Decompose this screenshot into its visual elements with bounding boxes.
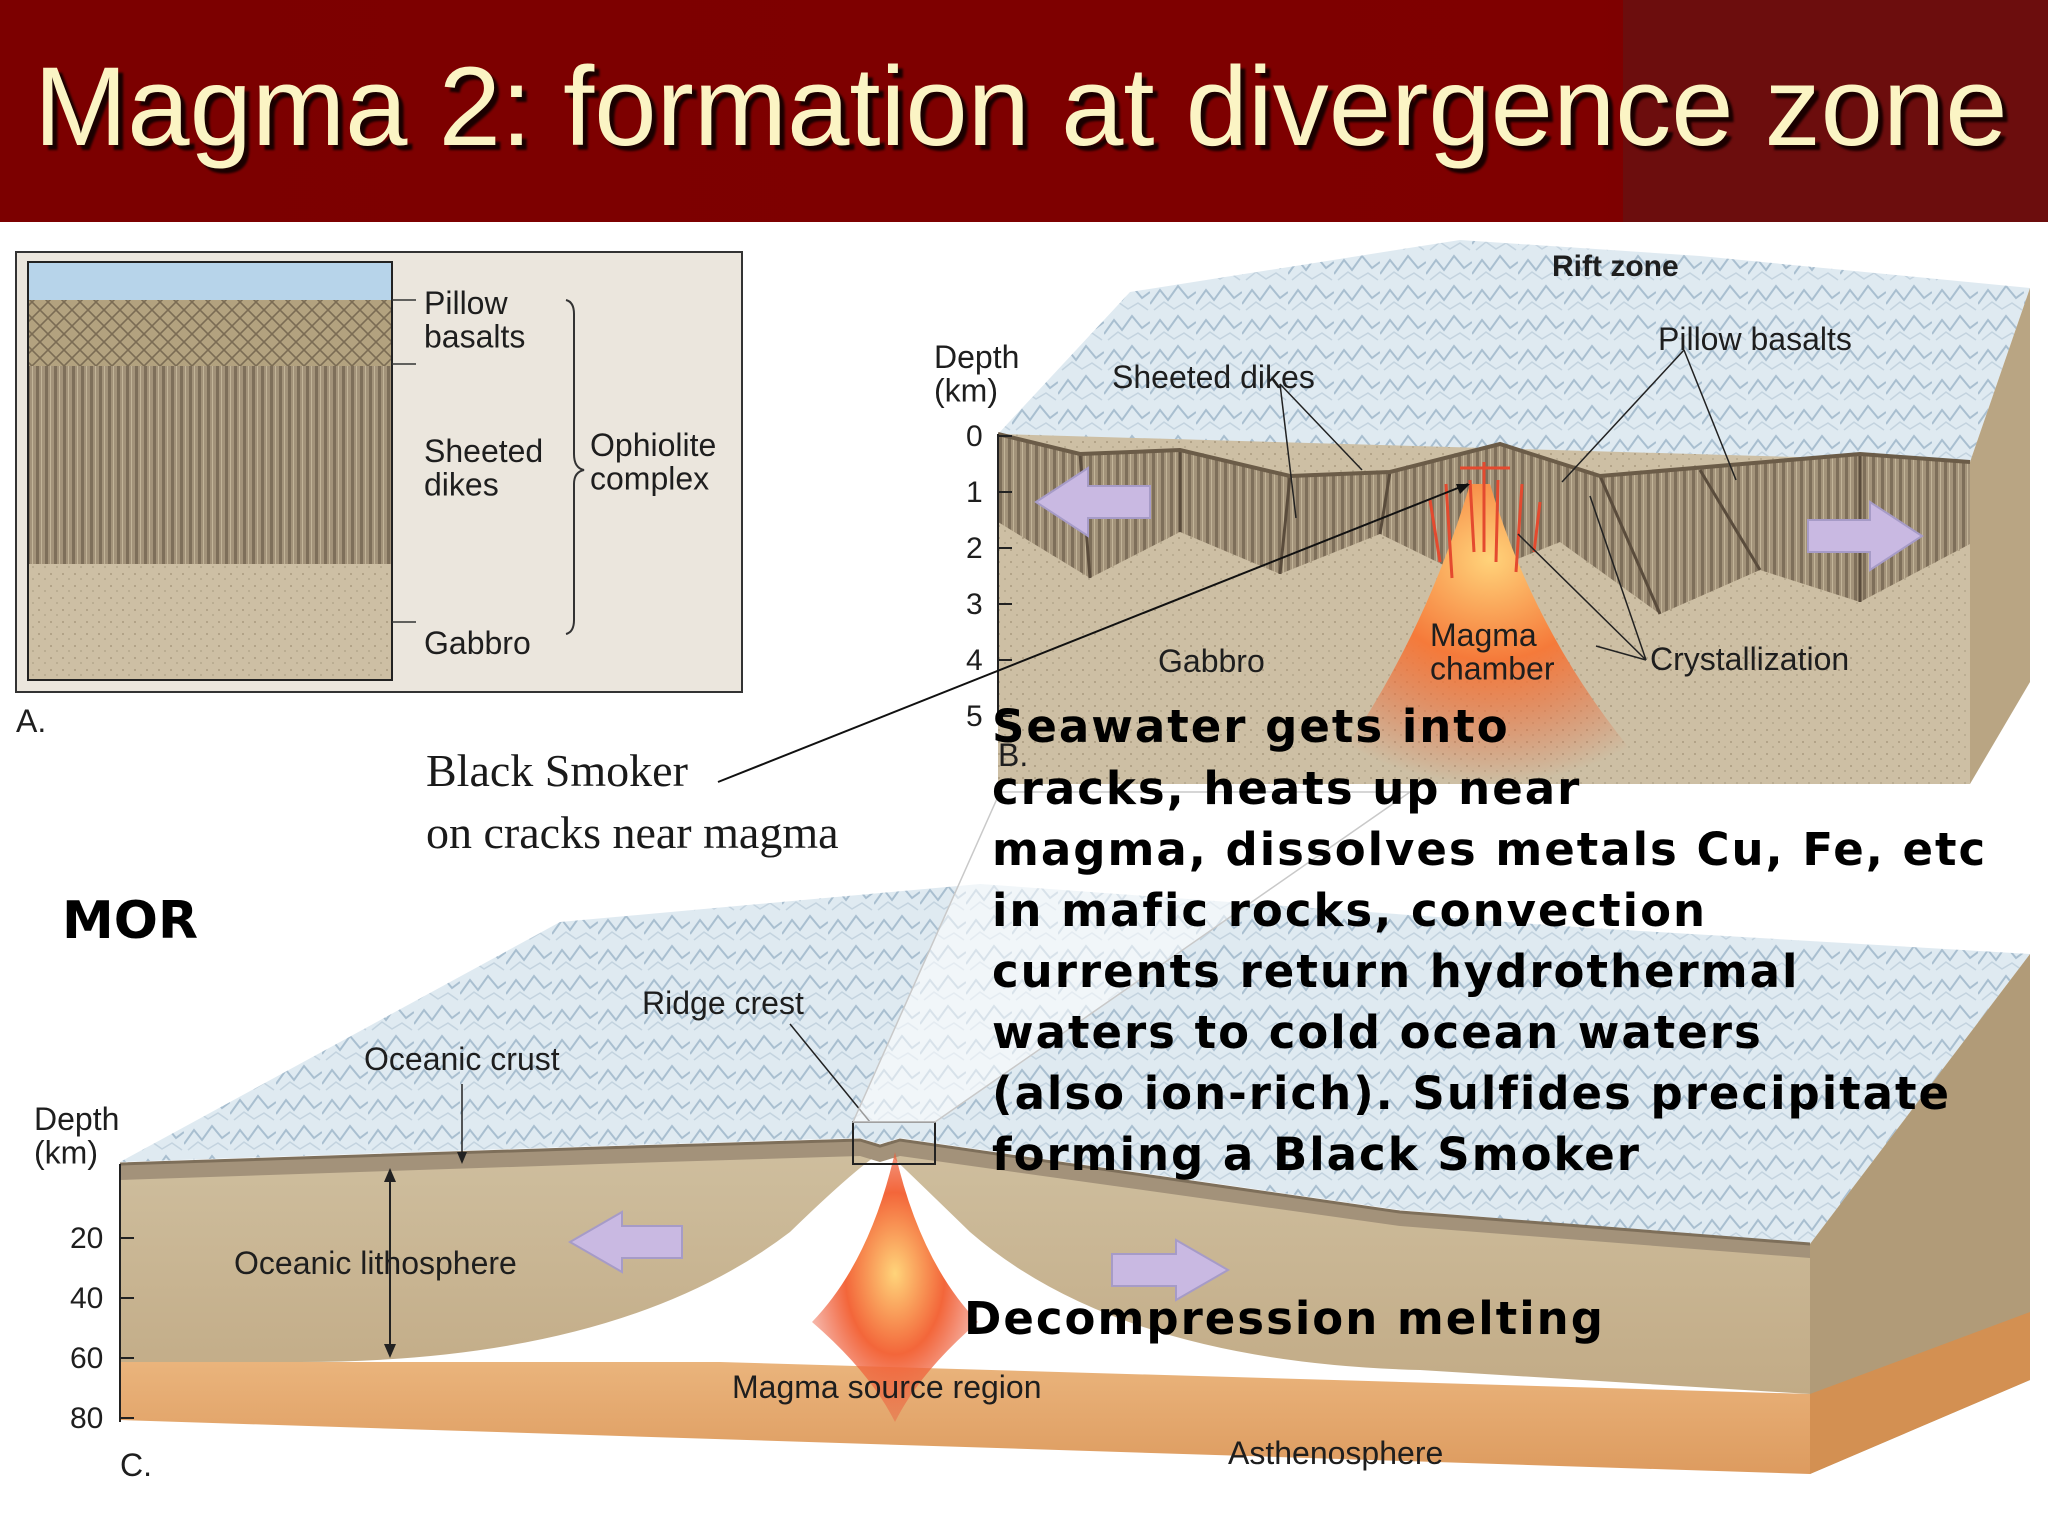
depth-tick-c-40: 40: [70, 1282, 103, 1315]
panel-c-label: C.: [120, 1447, 152, 1483]
seawater-line-4: in mafic rocks, convection: [992, 884, 1707, 937]
slide-title: Magma 2: formation at divergence zone: [34, 44, 2008, 169]
label-gabbro-b: Gabbro: [1158, 643, 1265, 679]
label-asthenosphere: Asthenosphere: [1228, 1435, 1443, 1471]
depth-tick-b-0: 0: [966, 420, 983, 453]
panel-a-water: [28, 262, 392, 300]
label-oceanic-crust: Oceanic crust: [364, 1041, 560, 1077]
label-ridge-crest: Ridge crest: [642, 985, 804, 1021]
label-crystallization: Crystallization: [1650, 641, 1849, 677]
black-smoker-label-line1: Black Smoker: [426, 745, 688, 796]
arrow-right-b: [1807, 500, 1924, 572]
panel-a-label: A.: [16, 703, 46, 739]
depth-label-c: Depth(km): [34, 1101, 119, 1171]
label-oceanic-lithosphere: Oceanic lithosphere: [234, 1245, 517, 1281]
depth-tick-c-60: 60: [70, 1342, 103, 1375]
panel-c-lithosphere: [120, 1140, 1810, 1394]
panel-b: Depth(km) 0 1 2 3 4 5 Rift zone Sheeted …: [934, 240, 2030, 784]
label-sheeted-dikes-b: Sheeted dikes: [1112, 359, 1315, 395]
seawater-line-5: currents return hydrothermal: [992, 945, 1799, 998]
panel-c-asthenosphere: [120, 1362, 1810, 1474]
panel-c-seafloor-surface: [120, 884, 2030, 1244]
panel-b-label: B.: [998, 737, 1028, 773]
seawater-explanation: Seawater gets into cracks, heats up near…: [992, 700, 1987, 1181]
panel-a-dike-layer: [28, 366, 392, 564]
title-bar: Magma 2: formation at divergence zone: [0, 0, 2048, 222]
seawater-line-3: magma, dissolves metals Cu, Fe, etc: [992, 823, 1987, 876]
zoom-wedge: [851, 791, 1413, 1123]
seawater-line-8: forming a Black Smoker: [992, 1128, 1641, 1181]
arrow-right-c: [1111, 1238, 1231, 1302]
depth-tick-b-5: 5: [966, 700, 983, 733]
depth-tick-c-80: 80: [70, 1402, 103, 1435]
panel-b-seafloor-surface: [998, 240, 2030, 476]
seawater-line-7: (also ion-rich). Sulfides precipitate: [992, 1067, 1951, 1120]
black-smoker-leader: [717, 483, 1469, 783]
depth-tick-b-3: 3: [966, 588, 983, 621]
seawater-line-6: waters to cold ocean waters: [992, 1006, 1763, 1059]
black-smoker-label-line2: on cracks near magma: [426, 807, 839, 858]
label-pillow-basalts-b: Pillow basalts: [1658, 321, 1852, 357]
ophiolite-brace: [565, 299, 585, 635]
panel-a-pillow-layer: [28, 300, 392, 366]
depth-tick-b-2: 2: [966, 532, 983, 565]
label-gabbro-a: Gabbro: [424, 625, 531, 661]
mor-label: MOR: [62, 891, 198, 951]
depth-tick-b-4: 4: [966, 644, 983, 677]
depth-label-b: Depth(km): [934, 339, 1019, 409]
label-magma-source-region: Magma source region: [732, 1369, 1041, 1405]
panel-c: Depth(km) 20 40 60 80 Ridge crest Oceani…: [34, 884, 2030, 1483]
label-rift-zone: Rift zone: [1552, 250, 1679, 283]
hydrothermal-cracks: [1428, 462, 1542, 579]
depth-tick-c-20: 20: [70, 1222, 103, 1255]
arrow-left-b: [1034, 466, 1151, 538]
panel-c-magma-plume: [812, 1152, 978, 1422]
panel-a-gabbro-layer: [28, 564, 392, 680]
panel-c-crust-band: [120, 1140, 1810, 1258]
decompression-melting-label: Decompression melting: [964, 1292, 1605, 1345]
title-bar-accent: [1623, 0, 2048, 222]
depth-tick-b-1: 1: [966, 476, 983, 509]
panel-b-side-face: [1970, 288, 2030, 784]
panel-b-magma-chamber: [1320, 484, 1660, 784]
seawater-line-2: cracks, heats up near: [992, 762, 1581, 815]
seawater-line-1: Seawater gets into: [992, 700, 1510, 753]
arrow-left-c: [567, 1210, 683, 1274]
